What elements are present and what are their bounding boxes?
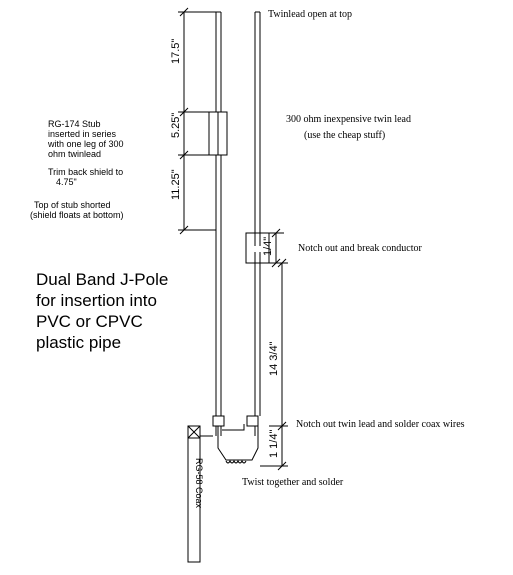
- top-stub-note-line-1: Top of stub shorted: [34, 200, 111, 210]
- title-line-4: plastic pipe: [36, 333, 121, 352]
- dim-11-25: 11.25": [170, 169, 182, 200]
- twin-lead: [215, 11, 261, 416]
- title-line-2: for insertion into: [36, 291, 157, 310]
- right-dimension-line: 1/4" 14 3/4" 1 1/4": [260, 228, 288, 471]
- dim-quarter: 1/4": [262, 237, 274, 256]
- dim-14-75: 14 3/4": [268, 341, 280, 376]
- stub-note-line-4: ohm twinlead: [48, 149, 101, 159]
- title-line-1: Dual Band J-Pole: [36, 270, 168, 289]
- dim-17-5: 17.5": [170, 39, 182, 64]
- rg58-coax: RG-58 Coax: [187, 425, 204, 563]
- title-block: Dual Band J-Pole for insertion into PVC …: [36, 270, 168, 352]
- label-twist: Twist together and solder: [242, 477, 344, 488]
- stub-note-line-3: with one leg of 300: [47, 139, 124, 149]
- rg174-stub: [205, 111, 228, 156]
- label-twinlead-open: Twinlead open at top: [268, 9, 352, 20]
- feed-junction: [200, 415, 259, 464]
- stub-note-line-1: RG-174 Stub: [48, 119, 101, 129]
- stub-note-line-2: inserted in series: [48, 129, 117, 139]
- left-dimension-line: 17.5" 5.25" 11.25": [170, 7, 216, 235]
- trim-note: Trim back shield to 4.75": [48, 167, 123, 187]
- coax-label: RG-58 Coax: [194, 458, 204, 509]
- dim-1-25: 1 1/4": [268, 430, 280, 458]
- trim-note-line-2: 4.75": [56, 177, 77, 187]
- title-line-3: PVC or CPVC: [36, 312, 143, 331]
- label-notch-solder: Notch out twin lead and solder coax wire…: [296, 419, 465, 430]
- label-twinlead-300: 300 ohm inexpensive twin lead: [286, 114, 411, 125]
- top-stub-note: Top of stub shorted (shield floats at bo…: [30, 200, 124, 220]
- dim-5-25: 5.25": [170, 113, 182, 138]
- label-notch-break: Notch out and break conductor: [298, 243, 423, 254]
- notch-break-block: [245, 232, 270, 264]
- top-stub-note-line-2: (shield floats at bottom): [30, 210, 124, 220]
- trim-note-line-1: Trim back shield to: [48, 167, 123, 177]
- label-cheap-stuff: (use the cheap stuff): [304, 130, 385, 141]
- stub-note: RG-174 Stub inserted in series with one …: [47, 119, 124, 159]
